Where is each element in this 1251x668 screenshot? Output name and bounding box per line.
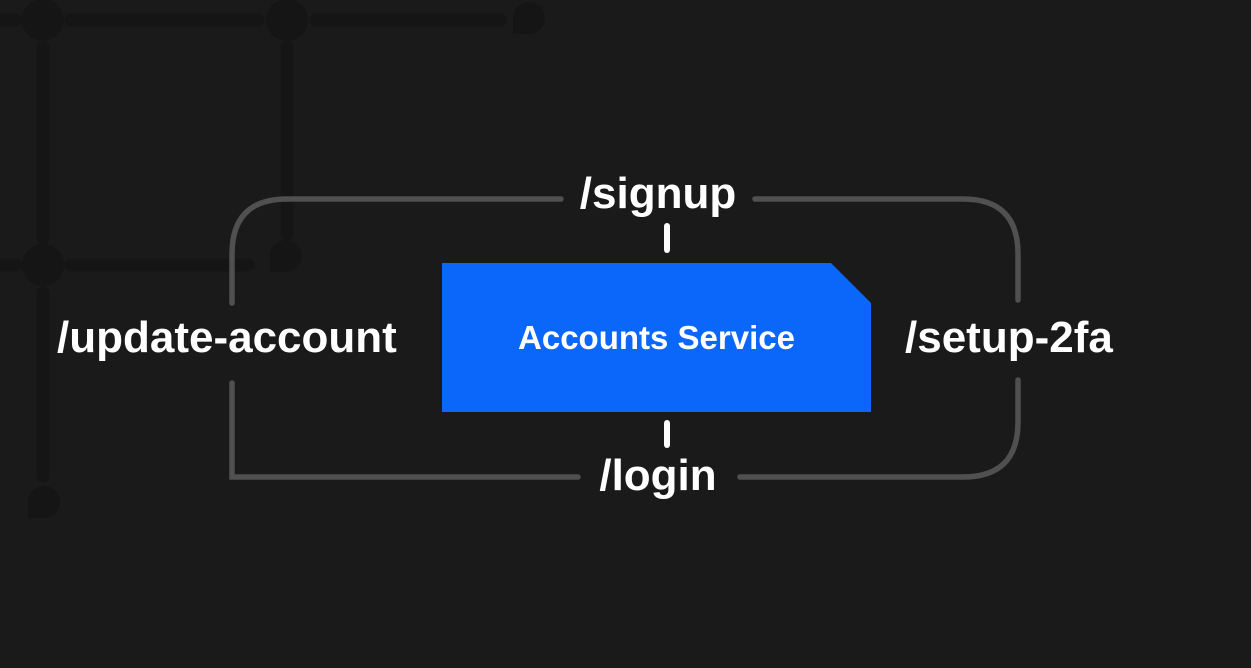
service-node-label: Accounts Service <box>518 318 795 356</box>
endpoint-loop-path <box>229 196 1021 480</box>
node-circle-icon <box>22 244 64 286</box>
node-petal-icon <box>270 240 302 272</box>
circuit-nodes <box>22 0 545 518</box>
node-petal-icon <box>513 2 545 34</box>
node-circle-icon <box>266 0 308 41</box>
endpoint-label-update-account: /update-account <box>57 313 397 362</box>
circuit-lines <box>0 13 507 483</box>
node-circle-icon <box>22 0 64 41</box>
connector-tick-top <box>664 223 670 253</box>
connector-tick-bottom <box>664 420 670 448</box>
node-petal-icon <box>28 486 60 518</box>
endpoint-label-login: /login <box>599 451 717 500</box>
endpoint-label-setup-2fa: /setup-2fa <box>905 313 1113 362</box>
endpoint-label-signup: /signup <box>579 169 737 218</box>
service-node: Accounts Service <box>442 263 871 412</box>
